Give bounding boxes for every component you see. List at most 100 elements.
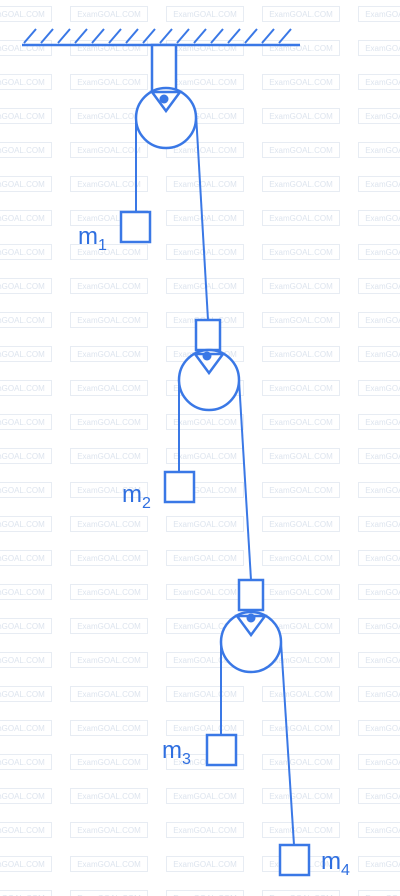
watermark-tile: ExamGOAL.COM (70, 652, 148, 668)
watermark-tile: ExamGOAL.COM (262, 788, 340, 804)
string-pulley3-m4 (280, 641, 295, 846)
watermark-tile: ExamGOAL.COM (358, 482, 400, 498)
watermark-tile: ExamGOAL.COM (0, 414, 52, 430)
watermark-tile: ExamGOAL.COM (262, 74, 340, 90)
watermark-tile: ExamGOAL.COM (0, 754, 52, 770)
ceiling-hatch-mark (210, 28, 224, 44)
watermark-tile: ExamGOAL.COM (358, 754, 400, 770)
watermark-tile: ExamGOAL.COM (262, 176, 340, 192)
watermark-tile: ExamGOAL.COM (0, 346, 52, 362)
watermark-tile: ExamGOAL.COM (262, 108, 340, 124)
watermark-tile: ExamGOAL.COM (262, 278, 340, 294)
watermark-tile: ExamGOAL.COM (0, 890, 52, 896)
watermark-tile: ExamGOAL.COM (0, 142, 52, 158)
watermark-tile: ExamGOAL.COM (0, 108, 52, 124)
watermark-tile: ExamGOAL.COM (0, 822, 52, 838)
watermark-tile: ExamGOAL.COM (358, 584, 400, 600)
watermark-tile: ExamGOAL.COM (166, 822, 244, 838)
watermark-tile: ExamGOAL.COM (70, 312, 148, 328)
watermark-tile: ExamGOAL.COM (262, 312, 340, 328)
watermark-tile: ExamGOAL.COM (358, 686, 400, 702)
watermark-tile: ExamGOAL.COM (0, 686, 52, 702)
watermark-tile: ExamGOAL.COM (358, 652, 400, 668)
watermark-tile: ExamGOAL.COM (70, 550, 148, 566)
ceiling-hatch-mark (193, 28, 207, 44)
watermark-tile: ExamGOAL.COM (0, 482, 52, 498)
watermark-tile: ExamGOAL.COM (70, 6, 148, 22)
watermark-tile: ExamGOAL.COM (262, 482, 340, 498)
watermark-tile: ExamGOAL.COM (70, 856, 148, 872)
watermark-tile: ExamGOAL.COM (358, 176, 400, 192)
mass-label-m2: m2 (122, 481, 151, 512)
watermark-tile: ExamGOAL.COM (358, 278, 400, 294)
watermark-tile: ExamGOAL.COM (0, 652, 52, 668)
mass-label-m4: m4 (321, 848, 350, 879)
watermark-tile: ExamGOAL.COM (262, 720, 340, 736)
mass-block-m2 (163, 470, 196, 504)
watermark-tile: ExamGOAL.COM (358, 448, 400, 464)
watermark-tile: ExamGOAL.COM (358, 822, 400, 838)
watermark-tile: ExamGOAL.COM (262, 550, 340, 566)
watermark-tile: ExamGOAL.COM (0, 278, 52, 294)
ceiling-hatch-mark (40, 28, 54, 44)
mass-label-m1: m1 (78, 223, 107, 254)
watermark-tile: ExamGOAL.COM (70, 584, 148, 600)
watermark-tile: ExamGOAL.COM (358, 720, 400, 736)
watermark-tile: ExamGOAL.COM (0, 244, 52, 260)
watermark-tile: ExamGOAL.COM (70, 822, 148, 838)
mass-block-m3 (205, 733, 238, 767)
watermark-tile: ExamGOAL.COM (262, 210, 340, 226)
watermark-tile: ExamGOAL.COM (0, 720, 52, 736)
ceiling-support (22, 28, 300, 47)
watermark-tile: ExamGOAL.COM (262, 244, 340, 260)
watermark-tile: ExamGOAL.COM (70, 142, 148, 158)
watermark-tile: ExamGOAL.COM (166, 414, 244, 430)
watermark-tile: ExamGOAL.COM (358, 618, 400, 634)
watermark-tile: ExamGOAL.COM (358, 142, 400, 158)
watermark-tile: ExamGOAL.COM (358, 414, 400, 430)
watermark-tile: ExamGOAL.COM (70, 516, 148, 532)
ceiling-hatch-mark (159, 28, 173, 44)
mass-block-m1 (119, 210, 152, 244)
watermark-tile: ExamGOAL.COM (358, 516, 400, 532)
watermark-tile: ExamGOAL.COM (166, 788, 244, 804)
watermark-tile: ExamGOAL.COM (70, 754, 148, 770)
watermark-tile: ExamGOAL.COM (166, 142, 244, 158)
ceiling-hatch-mark (142, 28, 156, 44)
watermark-tile: ExamGOAL.COM (70, 244, 148, 260)
watermark-tile: ExamGOAL.COM (166, 754, 244, 770)
watermark-tile: ExamGOAL.COM (166, 516, 244, 532)
ceiling-hatch-mark (244, 28, 258, 44)
watermark-tile: ExamGOAL.COM (0, 618, 52, 634)
watermark-tile: ExamGOAL.COM (0, 210, 52, 226)
ceiling-hatch-mark (261, 28, 275, 44)
watermark-tile: ExamGOAL.COM (0, 856, 52, 872)
watermark-tile: ExamGOAL.COM (70, 618, 148, 634)
watermark-tile: ExamGOAL.COM (70, 720, 148, 736)
watermark-tile: ExamGOAL.COM (0, 584, 52, 600)
watermark-tile: ExamGOAL.COM (358, 312, 400, 328)
watermark-tile: ExamGOAL.COM (166, 856, 244, 872)
watermark-tile: ExamGOAL.COM (0, 788, 52, 804)
watermark-tile: ExamGOAL.COM (358, 788, 400, 804)
watermark-tile: ExamGOAL.COM (358, 346, 400, 362)
ceiling-hatch-mark (23, 28, 37, 44)
watermark-tile: ExamGOAL.COM (166, 176, 244, 192)
watermark-tile: ExamGOAL.COM (70, 380, 148, 396)
watermark-tile: ExamGOAL.COM (358, 108, 400, 124)
ceiling-hatch-mark (74, 28, 88, 44)
string-pulley1-pulley2 (195, 113, 209, 321)
watermark-tile: ExamGOAL.COM (166, 686, 244, 702)
watermark-tile: ExamGOAL.COM (262, 414, 340, 430)
watermark-tile: ExamGOAL.COM (70, 176, 148, 192)
watermark-tile: ExamGOAL.COM (70, 74, 148, 90)
watermark-tile: ExamGOAL.COM (262, 142, 340, 158)
pulley-2 (177, 318, 241, 412)
watermark-tile: ExamGOAL.COM (166, 210, 244, 226)
watermark-tile: ExamGOAL.COM (358, 890, 400, 896)
watermark-tile: ExamGOAL.COM (0, 6, 52, 22)
watermark-tile: ExamGOAL.COM (70, 346, 148, 362)
watermark-tile: ExamGOAL.COM (70, 278, 148, 294)
